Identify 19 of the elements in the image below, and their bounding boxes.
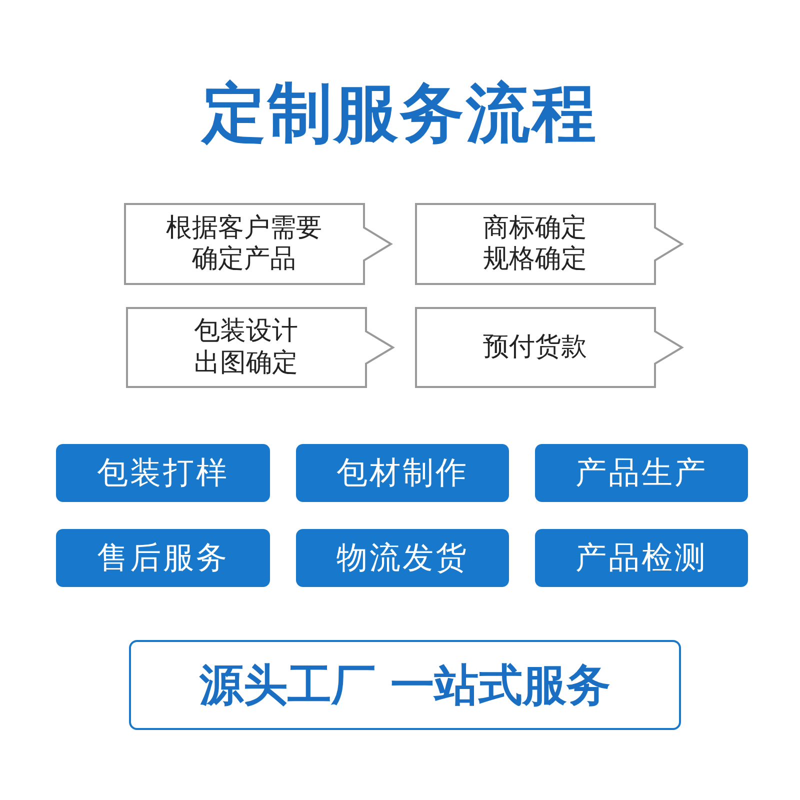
- step-box: [56, 444, 270, 502]
- step-text: 产品检测: [576, 539, 708, 578]
- step-text: 源头工厂 一站式服务: [199, 658, 611, 712]
- step-text: 商标确定规格确定: [483, 212, 587, 276]
- title: 定制服务流程: [200, 75, 599, 153]
- step-text: 包装打样: [97, 454, 229, 493]
- step-box: [535, 529, 748, 587]
- step-text: 根据客户需要确定产品: [166, 212, 322, 276]
- step-box: [535, 444, 748, 502]
- step-text: 产品生产: [576, 454, 708, 493]
- step-text: 预付货款: [483, 332, 587, 364]
- step-box: [56, 529, 270, 587]
- step-text: 包材制作: [336, 454, 468, 493]
- step-text: 售后服务: [97, 539, 229, 578]
- step-box: [296, 529, 509, 587]
- step-text: 物流发货: [336, 539, 468, 578]
- slogan-box: [129, 640, 681, 730]
- step-text: 包装设计出图确定: [194, 316, 298, 379]
- step-box: [296, 444, 509, 502]
